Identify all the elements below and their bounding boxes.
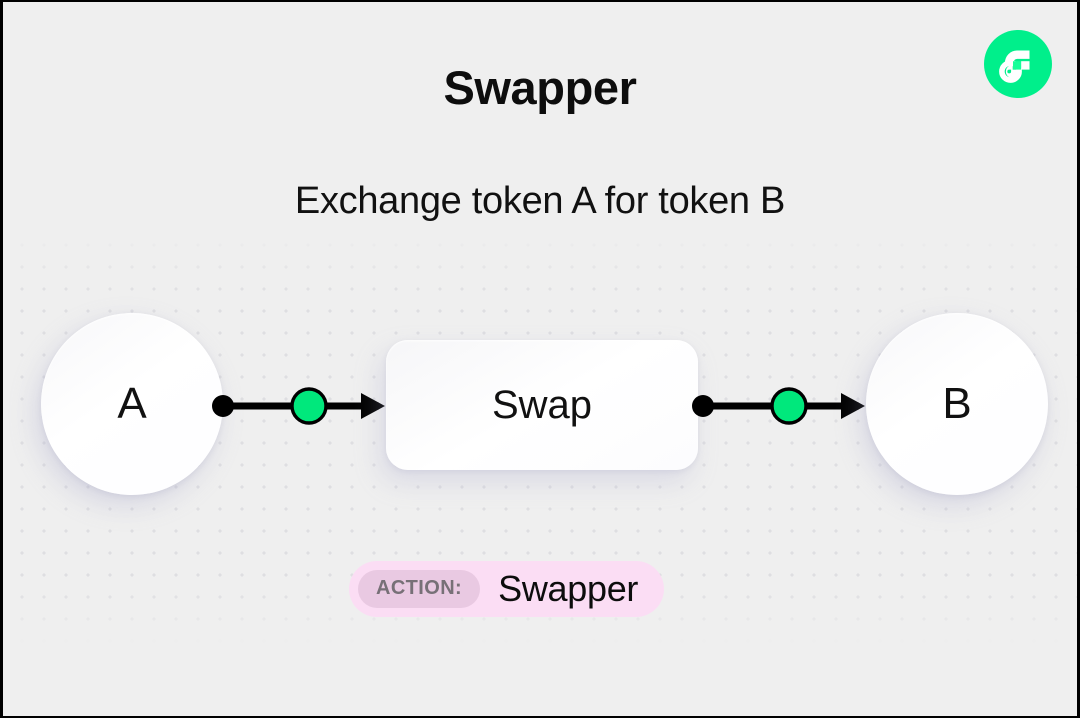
token-a-label: A [117, 379, 147, 428]
page-subtitle: Exchange token A for token B [294, 180, 786, 222]
token-b-label: B [942, 379, 972, 428]
poster-canvas: Swapper Exchange token A for token B A S… [3, 2, 1077, 716]
swap-label: Swap [491, 382, 593, 427]
action-value: Swapper [498, 568, 639, 609]
swap-process-node[interactable]: Swap [386, 340, 698, 470]
page-title: Swapper [443, 61, 637, 114]
token-a-node[interactable]: A [41, 313, 223, 495]
grid-fade-top [3, 228, 1077, 298]
flow-logo-icon [984, 30, 1052, 98]
action-badge: ACTION: Swapper [349, 561, 665, 617]
action-label-chip: ACTION: [358, 570, 481, 608]
edge-a-to-swap [212, 387, 385, 425]
token-b-node[interactable]: B [866, 313, 1048, 495]
edge-swap-to-b [692, 387, 865, 425]
